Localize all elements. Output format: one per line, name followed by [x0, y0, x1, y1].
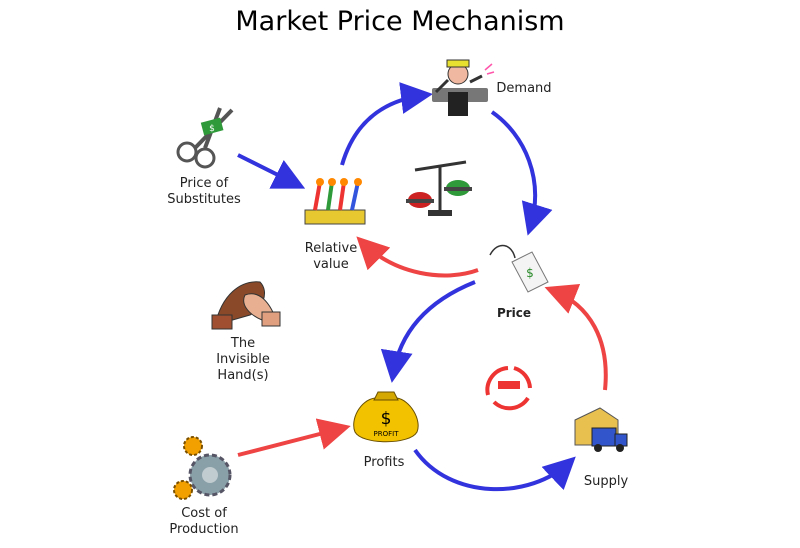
arrow-price-to-profits	[380, 280, 476, 383]
arrow-relative-to-demand	[340, 82, 433, 166]
arrow-cost-to-profits	[237, 418, 351, 457]
balance-scale-icon	[406, 160, 472, 216]
cost-of-production-label: Cost of Production	[169, 506, 239, 537]
svg-text:$: $	[526, 266, 534, 280]
svg-text:$: $	[381, 409, 392, 429]
toolkit-icon	[304, 178, 366, 225]
delivery-truck-icon	[574, 407, 628, 452]
profits-label: Profits	[363, 455, 405, 470]
invisible-hand-label: The Invisible Hand(s)	[216, 336, 270, 383]
money-bag-icon: $ PROFIT	[353, 391, 419, 443]
arrow-profits-to-supply	[413, 448, 576, 492]
arrow-price-to-relative	[356, 236, 479, 278]
handshake-icon	[211, 281, 281, 330]
price-of-substitutes-label: Price of Substitutes	[167, 176, 241, 207]
arrow-substitutes-to-relative	[237, 153, 306, 189]
gears-icon	[173, 436, 232, 500]
negative-cycle-icon	[485, 366, 532, 411]
arrow-demand-to-price	[490, 110, 553, 236]
arrow-supply-to-price	[544, 283, 608, 391]
scissors-icon: $	[176, 107, 234, 169]
price-label: Price	[496, 306, 532, 320]
supply-label: Supply	[583, 474, 629, 489]
demand-label: Demand	[496, 81, 552, 96]
page-title: Market Price Mechanism	[235, 6, 565, 37]
angry-customer-icon	[432, 59, 495, 116]
svg-text:PROFIT: PROFIT	[374, 430, 400, 438]
relative-value-label: Relative value	[304, 241, 358, 272]
svg-text:$: $	[209, 124, 215, 134]
price-tag-icon: $	[489, 244, 549, 293]
